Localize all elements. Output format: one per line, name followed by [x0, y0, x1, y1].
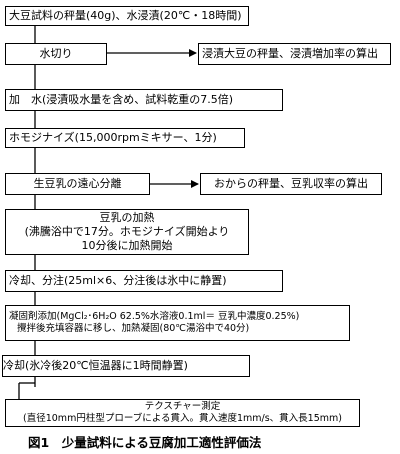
step-heat-line-3: 10分後に加熱開始 — [81, 239, 173, 252]
step-texture-line-2: (直径10mm円柱型プローブによる貫入。貫入速度1mm/s、貫入長15mm) — [23, 413, 342, 424]
step-texture: テクスチャー測定 (直径10mm円柱型プローブによる貫入。貫入速度1mm/s、貫… — [5, 399, 360, 427]
step-coagulate: 凝固剤添加(MgCl₂･6H₂O 62.5%水溶液0.1ml＝ 豆乳中濃度0.2… — [5, 305, 350, 341]
side-okara-weighing-text: おからの秤量、豆乳収率の算出 — [214, 177, 368, 190]
step-homogenize-text: ホモジナイズ(15,000rpmミキサー、1分) — [9, 131, 217, 144]
step-coagulate-line-2: 攪拌後充填容器に移し、加熱凝固(80℃湯浴中で40分) — [17, 323, 250, 334]
step-soak-text: 大豆試料の秤量(40g)、水浸漬(20℃・18時間) — [9, 9, 242, 22]
step-heat: 豆乳の加熱 (沸騰浴中で17分。ホモジナイズ開始より 10分後に加熱開始 — [5, 209, 249, 255]
side-soak-weighing: 浸漬大豆の秤量、浸漬増加率の算出 — [198, 43, 391, 65]
step-heat-line-2: (沸騰浴中で17分。ホモジナイズ開始より — [24, 225, 230, 238]
step-soak: 大豆試料の秤量(40g)、水浸漬(20℃・18時間) — [5, 6, 249, 26]
step-final-cool: 冷却(氷冷後20℃恒温器に1時間静置) — [2, 355, 250, 377]
step-cool-dispense: 冷却、分注(25ml×6、分注後は氷中に静置) — [5, 270, 283, 292]
step-drain-text: 水切り — [39, 47, 73, 60]
figure-caption: 図1 少量試料による豆腐加工適性評価法 — [28, 435, 262, 450]
step-final-cool-text: 冷却(氷冷後20℃恒温器に1時間静置) — [3, 359, 188, 372]
step-drain: 水切り — [5, 43, 107, 65]
step-add-water: 加 水(浸漬吸水量を含め、試料乾重の7.5倍) — [5, 89, 283, 111]
step-add-water-text: 加 水(浸漬吸水量を含め、試料乾重の7.5倍) — [9, 93, 234, 106]
step-texture-line-1: テクスチャー測定 — [144, 400, 221, 412]
side-okara-weighing: おからの秤量、豆乳収率の算出 — [200, 173, 382, 195]
step-centrifuge-text: 生豆乳の遠心分離 — [33, 177, 122, 190]
step-homogenize: ホモジナイズ(15,000rpmミキサー、1分) — [5, 128, 245, 148]
step-cool-dispense-text: 冷却、分注(25ml×6、分注後は氷中に静置) — [9, 274, 227, 287]
step-centrifuge: 生豆乳の遠心分離 — [5, 173, 150, 195]
step-coagulate-line-1: 凝固剤添加(MgCl₂･6H₂O 62.5%水溶液0.1ml＝ 豆乳中濃度0.2… — [9, 310, 300, 322]
side-soak-weighing-text: 浸漬大豆の秤量、浸漬増加率の算出 — [202, 47, 378, 60]
step-heat-line-1: 豆乳の加熱 — [99, 211, 155, 224]
